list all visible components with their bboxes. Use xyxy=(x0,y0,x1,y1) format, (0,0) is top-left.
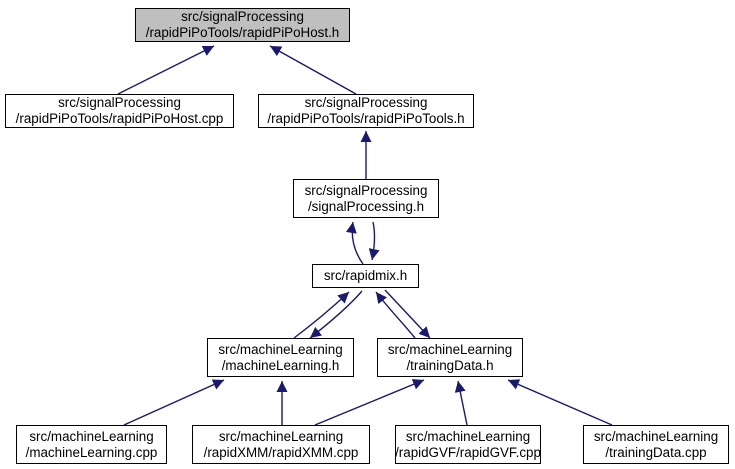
edge-rapidmix_h-to-ml_h xyxy=(309,290,363,339)
node-label-line: /rapidGVF/rapidGVF.cpp xyxy=(395,444,541,460)
node-label-line: /rapidPiPoTools/rapidPiPoHost.h xyxy=(145,25,340,40)
node-label-line: /machineLearning.cpp xyxy=(25,444,158,460)
edge-td_h-to-rapidmix_h xyxy=(375,291,416,339)
node-label-line: src/machineLearning xyxy=(387,341,513,357)
node-label-line: src/rapidmix.h xyxy=(323,268,408,283)
node-label-line: /machineLearning.h xyxy=(221,357,340,373)
edge-ml_cpp-to-ml_h xyxy=(123,379,225,426)
edge-gvf_cpp-to-td_h xyxy=(454,380,468,426)
edge-host_cpp-to-root xyxy=(117,45,215,95)
node-label-line: src/machineLearning xyxy=(593,428,719,444)
node-label-line: /signalProcessing.h xyxy=(307,198,425,214)
edge-td_cpp-to-td_h xyxy=(507,379,613,426)
node-label-line: /rapidPiPoTools/rapidPiPoTools.h xyxy=(267,111,465,126)
node-label-line: src/signalProcessing xyxy=(304,182,428,198)
node-xmm-cpp[interactable]: src/machineLearning/rapidXMM/rapidXMM.cp… xyxy=(192,425,370,464)
node-td-h[interactable]: src/machineLearning/trainingData.h xyxy=(377,338,523,377)
edge-rapidmix_h-to-signal_h xyxy=(345,221,364,265)
edge-signal_h-to-rapidmix_h xyxy=(368,221,380,261)
edge-rapidmix_h-to-td_h xyxy=(384,289,431,339)
node-signal-h[interactable]: src/signalProcessing/signalProcessing.h xyxy=(293,179,439,218)
node-td-cpp[interactable]: src/machineLearning/trainingData.cpp xyxy=(583,425,729,464)
node-label-line: /rapidPiPoTools/rapidPiPoHost.cpp xyxy=(15,111,224,126)
node-label-line: src/signalProcessing xyxy=(181,9,304,24)
node-label-line: src/signalProcessing xyxy=(304,95,428,110)
node-label-line: /rapidXMM/rapidXMM.cpp xyxy=(203,444,359,460)
node-ml-h[interactable]: src/machineLearning/machineLearning.h xyxy=(207,338,354,377)
node-host-cpp[interactable]: src/signalProcessing/rapidPiPoTools/rapi… xyxy=(5,94,234,128)
node-label-line: src/machineLearning xyxy=(29,428,154,444)
node-label-line: src/signalProcessing xyxy=(58,95,181,110)
node-label-line: /trainingData.cpp xyxy=(605,444,707,460)
node-ml-cpp[interactable]: src/machineLearning/machineLearning.cpp xyxy=(16,425,167,464)
node-gvf-cpp[interactable]: src/machineLearning/rapidGVF/rapidGVF.cp… xyxy=(395,425,541,464)
node-rapidmix-h[interactable]: src/rapidmix.h xyxy=(312,264,419,288)
edges-layer xyxy=(117,45,613,426)
node-root: src/signalProcessing/rapidPiPoTools/rapi… xyxy=(135,8,350,42)
node-label-line: src/machineLearning xyxy=(218,341,343,357)
edge-ml_h-to-rapidmix_h xyxy=(293,291,350,339)
node-label-line: /trainingData.h xyxy=(406,357,494,373)
node-label-line: src/machineLearning xyxy=(405,428,531,444)
edge-xmm_cpp-to-td_h xyxy=(314,379,425,426)
node-label-line: src/machineLearning xyxy=(218,428,344,444)
node-tools-h[interactable]: src/signalProcessing/rapidPiPoTools/rapi… xyxy=(258,94,474,128)
edge-tools_h-to-root xyxy=(269,45,357,95)
